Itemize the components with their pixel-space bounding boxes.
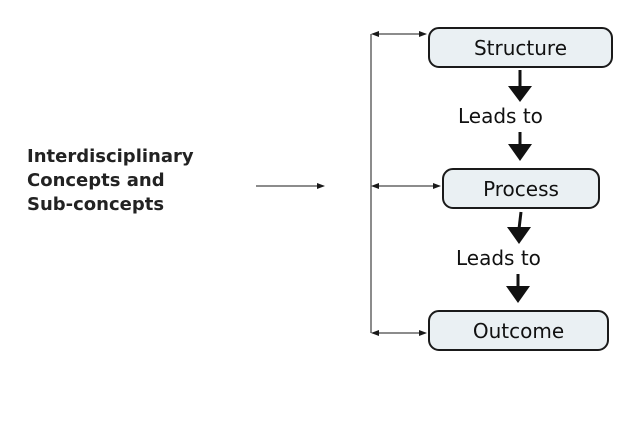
leads-to-label-1: Leads to	[458, 104, 543, 128]
source-line-3: Sub-concepts	[27, 194, 165, 215]
structure-label: Structure	[473, 35, 568, 60]
flow-arrow-1	[508, 70, 532, 102]
outcome-label: Outcome	[472, 318, 565, 343]
process-node: Process	[442, 168, 600, 209]
source-line-1: Interdisciplinary	[27, 146, 194, 167]
flow-arrow-3	[507, 211, 531, 244]
flow-arrow-4	[506, 274, 530, 303]
outcome-node: Outcome	[428, 310, 609, 351]
source-line-2: Concepts and	[27, 170, 165, 191]
process-label: Process	[483, 176, 559, 201]
source-concepts-text: Interdisciplinary Concepts and Sub-conce…	[27, 145, 257, 217]
flow-arrow-2	[508, 132, 532, 161]
structure-node: Structure	[428, 27, 613, 68]
leads-to-label-2: Leads to	[456, 246, 541, 270]
